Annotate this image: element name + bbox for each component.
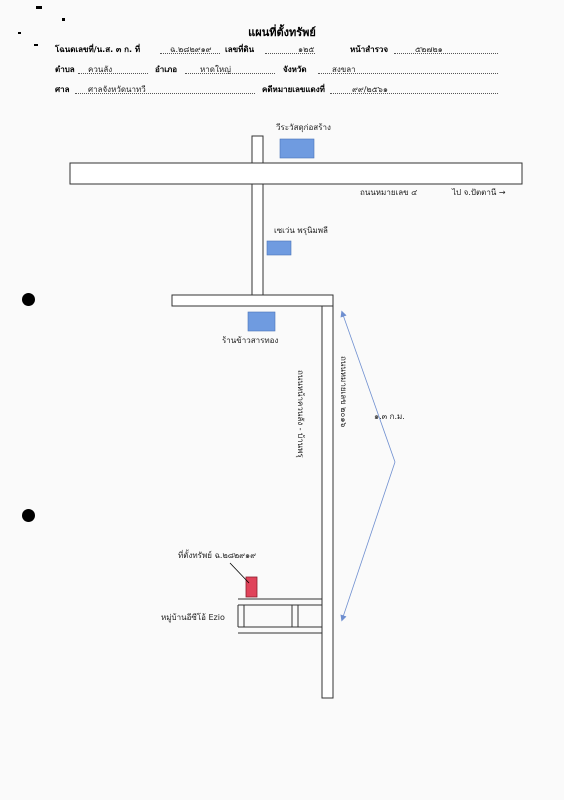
deed-value: ฉ.๒๘๒๙๑๙ bbox=[170, 45, 212, 54]
province-value: สงขลา bbox=[332, 65, 356, 74]
case-underline bbox=[330, 93, 498, 94]
main-vertical-road bbox=[321, 305, 334, 699]
branch-road bbox=[171, 294, 334, 307]
scan-speck bbox=[34, 44, 38, 46]
survey-page-value: ๕๒๗๒๑ bbox=[415, 45, 443, 54]
rice-shop-marker bbox=[247, 311, 276, 332]
highway-road bbox=[69, 162, 523, 185]
scan-speck bbox=[62, 18, 65, 21]
distance-arrow bbox=[340, 310, 396, 463]
deed-underline bbox=[160, 53, 220, 54]
seven-eleven-marker bbox=[266, 240, 292, 256]
province-label: จังหวัด bbox=[283, 65, 307, 74]
to-pattani-label: ไป จ.ปัตตานี → bbox=[452, 188, 506, 197]
property-label: ที่ตั้งทรัพย์ ฉ.๒๘๒๙๑๙ bbox=[178, 551, 256, 560]
road-left-label: ถนนหน้าควนลัง - บ้านพรุ bbox=[296, 370, 305, 458]
district-underline bbox=[185, 73, 275, 74]
land-no-underline bbox=[265, 53, 315, 54]
district-value: หาดใหญ่ bbox=[200, 65, 231, 74]
survey-page-label: หน้าสำรวจ bbox=[350, 45, 389, 54]
court-label: ศาล bbox=[55, 85, 70, 94]
distance-arrow bbox=[340, 461, 396, 622]
property-marker bbox=[245, 576, 258, 598]
case-value: ๙๙/๒๕๖๑ bbox=[352, 85, 388, 94]
rice-shop-label: ร้านข้าวสารทอง bbox=[222, 336, 279, 345]
scan-speck bbox=[18, 32, 21, 34]
scan-speck bbox=[36, 6, 42, 9]
land-no-value: ๑๒๕ bbox=[298, 45, 315, 54]
temple-label: วีระวัสดุก่อสร้าง bbox=[276, 123, 331, 132]
village-label: หมู่บ้านอีซีโอ้ Ezio bbox=[161, 613, 225, 622]
district-label: อำเภอ bbox=[155, 65, 178, 74]
distance-label: ๑.๓ ก.ม. bbox=[374, 412, 405, 421]
deed-label: โฉนดเลขที่/น.ส. ๓ ก. ที่ bbox=[55, 45, 141, 54]
subdistrict-value: ควนลัง bbox=[88, 65, 113, 74]
temple-marker bbox=[279, 138, 315, 159]
court-underline bbox=[75, 93, 255, 94]
header-row-deed: โฉนดเลขที่/น.ส. ๓ ก. ที่ ฉ.๒๘๒๙๑๙ เลขที่… bbox=[0, 43, 564, 57]
subdistrict-label: ตำบล bbox=[55, 65, 75, 74]
survey-page-underline bbox=[394, 53, 498, 54]
land-no-label: เลขที่ดิน bbox=[225, 45, 255, 54]
north-stub-road bbox=[251, 135, 264, 164]
court-value: ศาลจังหวัดนาทวี bbox=[88, 85, 146, 94]
header-row-location: ตำบล ควนลัง อำเภอ หาดใหญ่ จังหวัด สงขลา bbox=[0, 63, 564, 77]
road-right-label: ถนนหมายเลข ๒๐๑๖ bbox=[339, 356, 348, 428]
binder-hole-top bbox=[22, 293, 35, 306]
property-pointer bbox=[229, 562, 250, 584]
province-underline bbox=[318, 73, 498, 74]
case-label: คดีหมายเลขแดงที่ bbox=[262, 85, 325, 94]
header-row-court: ศาล ศาลจังหวัดนาทวี คดีหมายเลขแดงที่ ๙๙/… bbox=[0, 83, 564, 97]
highway-label: ถนนหมายเลข ๔ bbox=[360, 188, 418, 197]
connector-road bbox=[251, 183, 264, 296]
seven-eleven-label: เซเว่น พรุนิมพลี bbox=[274, 226, 328, 235]
page-title: แผนที่ตั้งทรัพย์ bbox=[248, 26, 316, 39]
binder-hole-bottom bbox=[22, 509, 35, 522]
subdistrict-underline bbox=[78, 73, 148, 74]
